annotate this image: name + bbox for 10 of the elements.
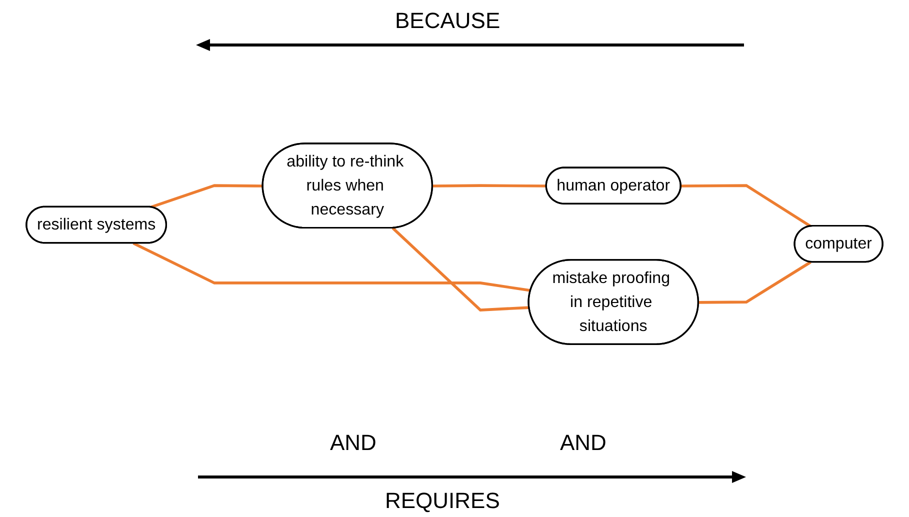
connector [681,184,812,228]
connector [150,184,263,209]
connector-label: AND [560,430,606,456]
connector [432,184,547,188]
connector [132,242,531,292]
direction-label: REQUIRES [385,488,500,514]
connector-label: AND [330,430,376,456]
connector [392,227,530,312]
direction-label: BECAUSE [395,8,500,34]
connector [698,261,812,304]
